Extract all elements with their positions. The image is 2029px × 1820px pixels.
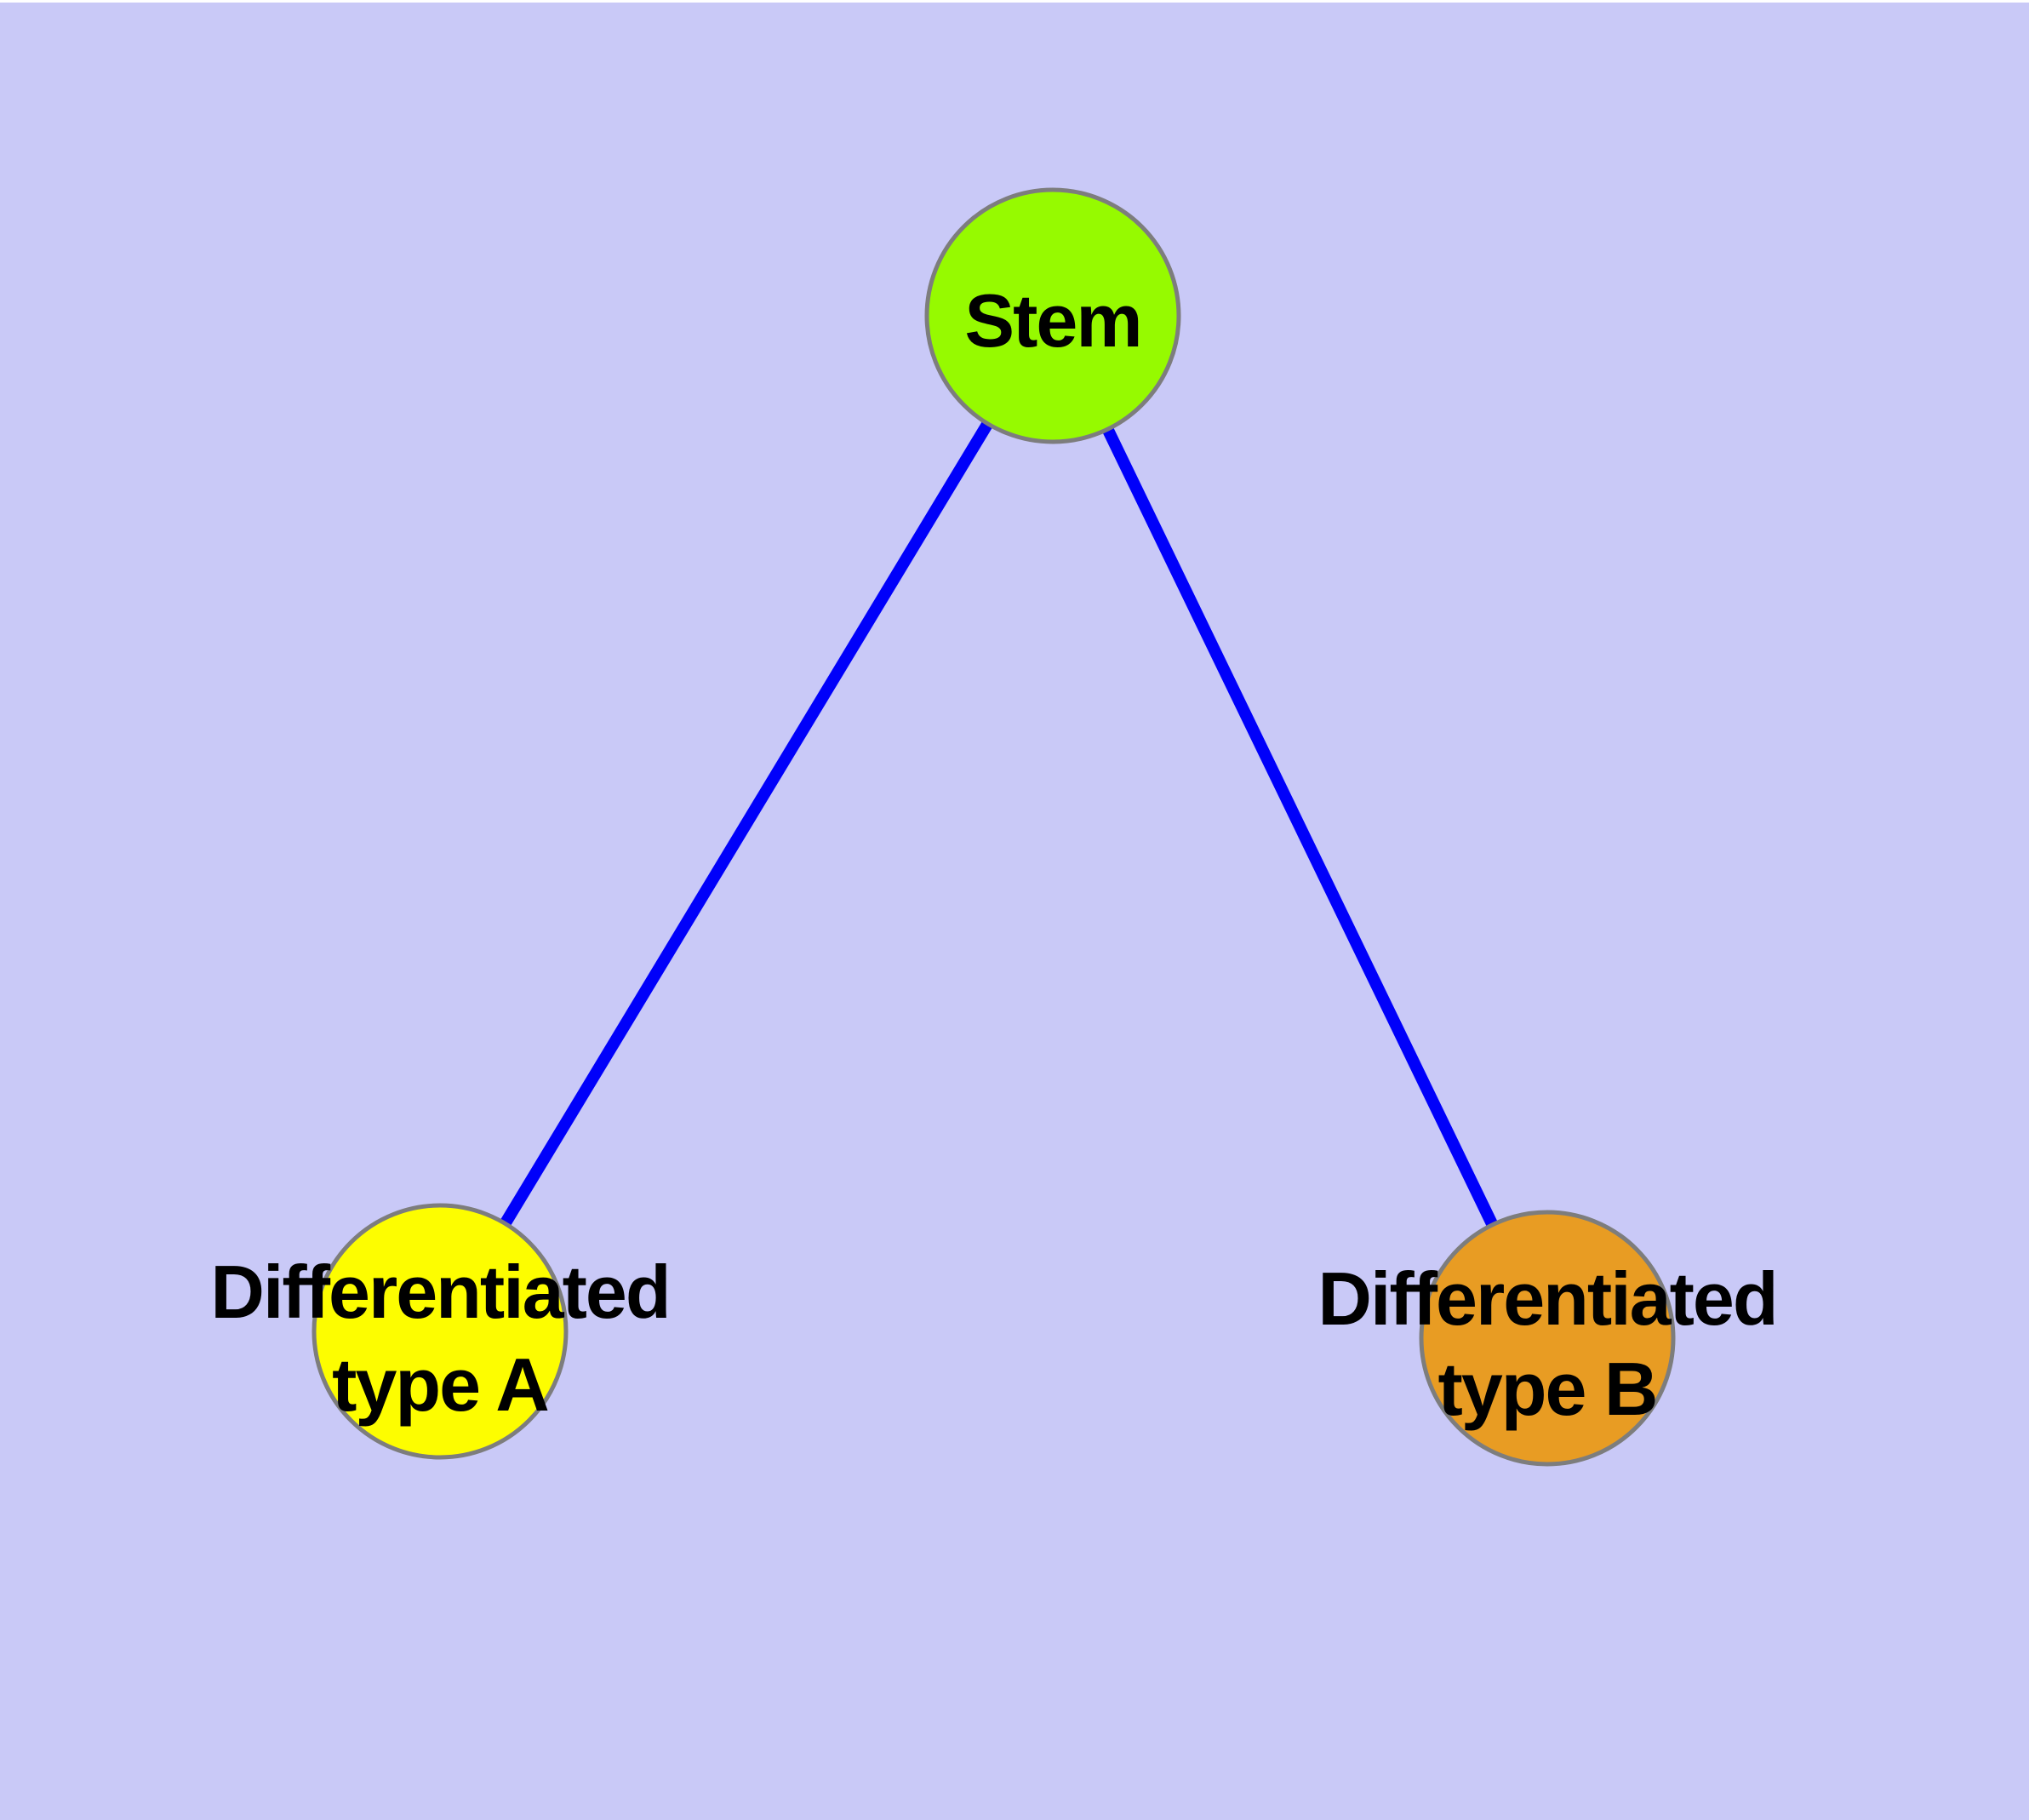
node-differentiated-type-a [311, 1203, 569, 1460]
node-stem [924, 187, 1181, 444]
node-stem-label: Stem [964, 278, 1140, 363]
node-differentiated-type-a-label-line2: type A [332, 1342, 548, 1427]
node-differentiated-type-b-label-line1: Differentiated [1317, 1256, 1776, 1341]
node-differentiated-type-a-label-line1: Differentiated [210, 1250, 669, 1334]
edge-stem-to-differentiated-type-a [435, 312, 1058, 1335]
edge-stem-to-differentiated-type-b [1047, 312, 1553, 1342]
node-differentiated-type-b [1419, 1210, 1676, 1467]
node-differentiated-type-b-label-line2: type B [1438, 1347, 1657, 1431]
